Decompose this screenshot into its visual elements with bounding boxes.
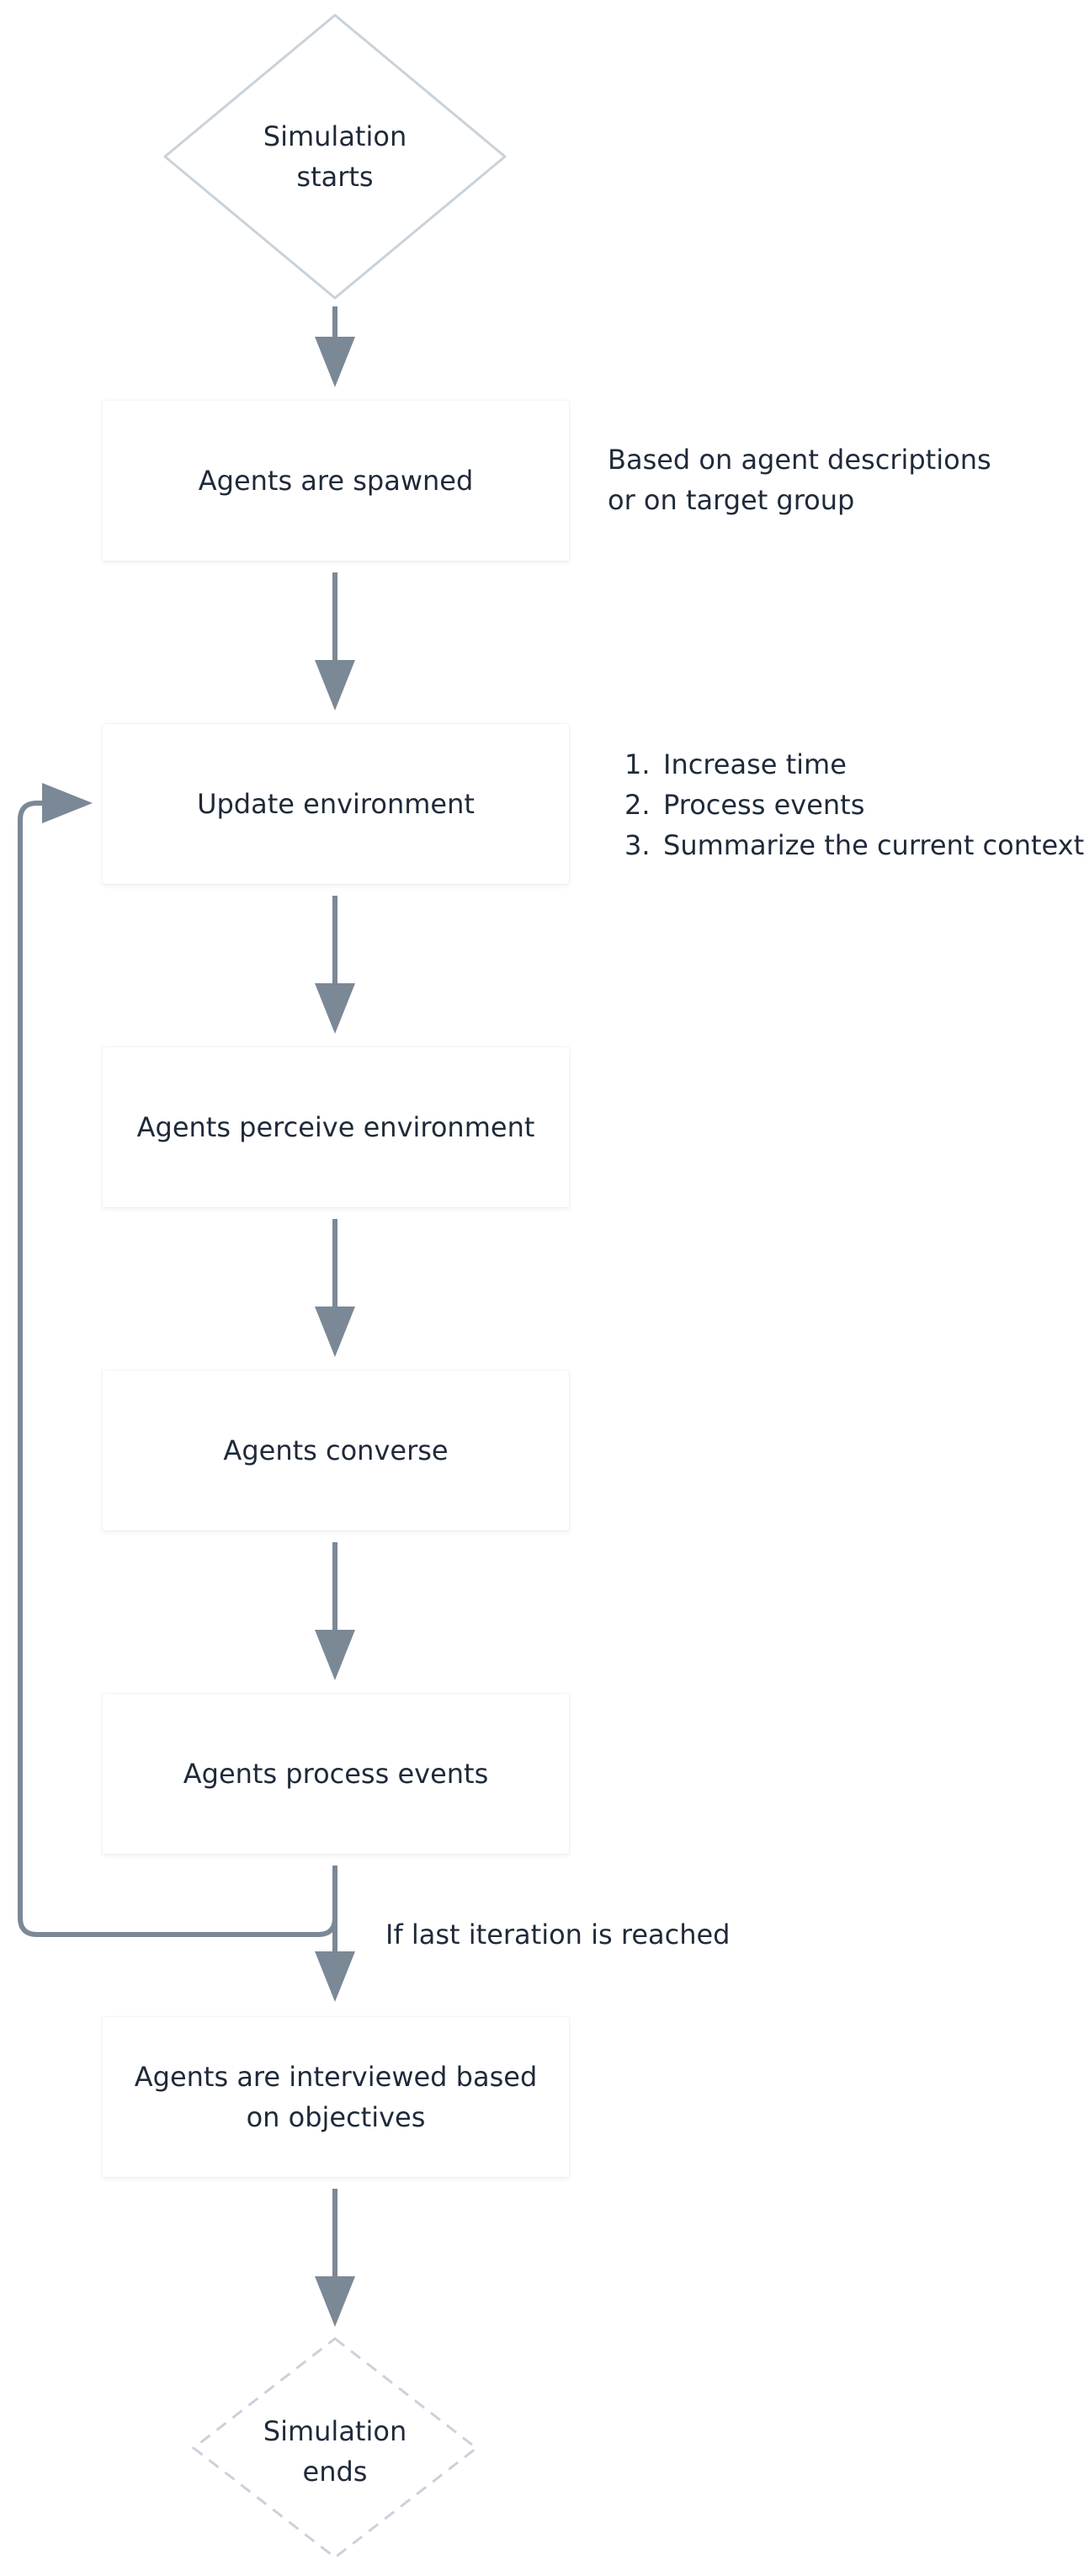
step-label: Update environment (197, 788, 475, 820)
step-agents-process-events: Agents process events (103, 1694, 569, 1854)
step-label: Agents process events (183, 1758, 489, 1790)
step-label: Agents perceive environment (136, 1111, 535, 1143)
update-step-number: 1. (624, 748, 651, 780)
step-agents-spawned: Agents are spawned (103, 401, 569, 561)
start-diamond (163, 13, 507, 300)
update-step-number: 3. (624, 829, 651, 861)
update-step-text: Process events (663, 789, 865, 821)
update-step-text: Increase time (663, 748, 847, 780)
step-agents-perceive: Agents perceive environment (103, 1047, 569, 1207)
loop-condition-note: If last iteration is reached (385, 1919, 731, 1951)
step-label: Agents are spawned (198, 465, 474, 497)
end-label: Simulation ends (263, 2415, 407, 2488)
step-label: Agents converse (223, 1434, 449, 1466)
update-step-item: 1. Increase time (624, 744, 1084, 785)
update-steps-list: 1. Increase time 2. Process events 3. Summa… (624, 744, 1084, 865)
step-agents-interviewed: Agents are interviewed based on objectiv… (103, 2017, 569, 2177)
update-step-item: 2. Process events (624, 785, 1084, 825)
step-agents-converse: Agents converse (103, 1370, 569, 1530)
update-step-text: Summarize the current context (663, 829, 1084, 861)
step-label: Agents are interviewed based on objectiv… (134, 2061, 538, 2133)
start-label: Simulation starts (263, 120, 407, 193)
update-step-number: 2. (624, 789, 651, 821)
update-step-item: 3. Summarize the current context (624, 825, 1084, 865)
step-update-environment: Update environment (103, 724, 569, 884)
loop-back-arrow (18, 783, 337, 1937)
spawn-note: Based on agent descriptions or on target… (608, 444, 991, 516)
end-diamond (191, 2337, 479, 2559)
